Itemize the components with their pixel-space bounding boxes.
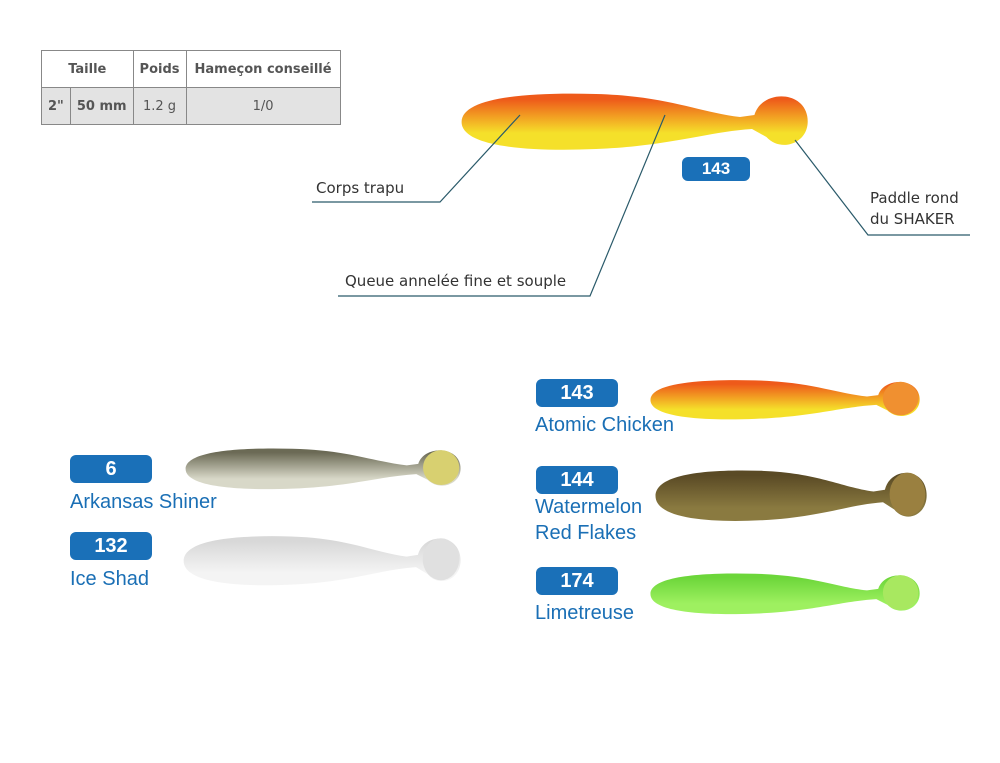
callout-paddle-line2: du SHAKER	[870, 210, 955, 228]
callout-body: Corps trapu	[316, 179, 405, 197]
lure-paddle	[423, 450, 460, 485]
header-weight: Poids	[132, 50, 187, 88]
hook: 1/0	[185, 87, 341, 125]
lure-body	[650, 380, 920, 420]
lure-paddle	[882, 575, 919, 610]
color-name: Atomic Chicken	[535, 414, 674, 436]
color-code-badge: 143	[536, 379, 618, 407]
main-color-code-badge: 143	[682, 157, 750, 181]
lure-image-arkansas-shiner	[185, 448, 461, 490]
callout-lines	[312, 114, 970, 297]
callout-paddle: Paddle rond du SHAKER	[870, 188, 959, 230]
lure-image-ice-shad	[183, 536, 461, 586]
lure-paddle	[882, 381, 919, 416]
lure-image-atomic-chicken	[650, 380, 920, 420]
color-code-badge: 144	[536, 466, 618, 494]
lure-body	[650, 573, 920, 615]
lure-paddle	[422, 538, 460, 581]
lure-body	[183, 536, 461, 586]
color-code-badge: 174	[536, 567, 618, 595]
color-name: Limetreuse	[535, 602, 634, 624]
size-inch: 2"	[41, 87, 71, 125]
lure-image-watermelon-red-flakes	[655, 470, 927, 521]
lure-paddle	[889, 472, 926, 516]
lure-image-limetreuse	[650, 573, 920, 615]
color-name-line1: Watermelon	[535, 496, 643, 518]
header-size: Taille	[41, 50, 134, 88]
color-name: Arkansas Shiner	[70, 491, 217, 513]
lure-body	[655, 470, 927, 521]
lure-body	[185, 448, 461, 490]
callout-paddle-line1: Paddle rond	[870, 189, 959, 207]
spec-table: Taille Poids Hameçon conseillé 2" 50 mm …	[41, 50, 341, 125]
color-name: Ice Shad	[70, 568, 149, 590]
color-name-line2: Red Flakes	[535, 522, 637, 544]
color-code-badge: 6	[70, 455, 152, 483]
color-code-badge: 132	[70, 532, 152, 560]
callout-tail: Queue annelée fine et souple	[345, 272, 567, 290]
weight: 1.2 g	[132, 87, 187, 125]
